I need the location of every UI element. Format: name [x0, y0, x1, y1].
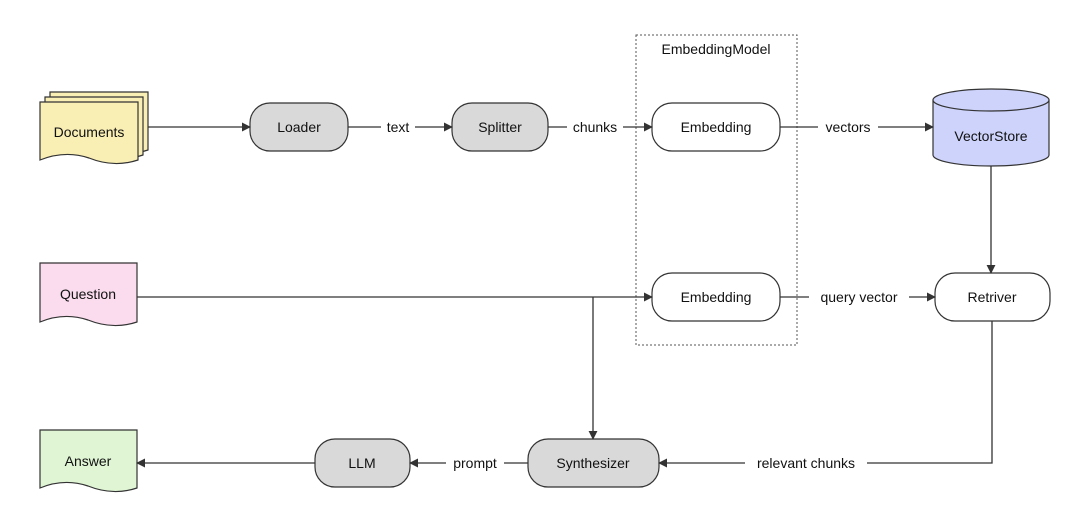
answer-label: Answer: [65, 453, 112, 469]
loader-node: Loader: [249, 102, 349, 152]
vectorstore-node-top: [932, 88, 1050, 112]
retriver-node: Retriver: [934, 272, 1051, 322]
loader-label: Loader: [277, 119, 321, 135]
embedding-model-group: EmbeddingModel: [635, 34, 798, 346]
vectorstore-node: VectorStore: [932, 88, 1050, 167]
vectorstore-node-shape: [932, 100, 1050, 167]
question-label: Question: [60, 286, 116, 302]
documents-node-shape: [39, 101, 139, 165]
answer-node: Answer: [39, 429, 138, 493]
documents-node: Documents: [39, 91, 149, 165]
edge-embedding-retriver: query vector: [780, 288, 936, 306]
edge-synthesizer-llm: prompt: [409, 454, 528, 472]
retriver-label: Retriver: [967, 289, 1016, 305]
llm-node: LLM: [314, 438, 411, 488]
edge-label-prompt: prompt: [453, 455, 497, 471]
edge-label-query-vector: query vector: [820, 289, 897, 305]
documents-label: Documents: [54, 124, 125, 140]
edge-label-chunks: chunks: [573, 119, 617, 135]
edge-splitter-embedding: chunks: [548, 118, 653, 136]
answer-node-shape: [39, 429, 138, 493]
question-node-shape: [39, 262, 138, 327]
edge-loader-splitter: text: [348, 118, 453, 136]
synthesizer-label: Synthesizer: [556, 455, 629, 471]
splitter-node: Splitter: [451, 102, 549, 152]
embedding-bottom-label: Embedding: [681, 289, 752, 305]
edge-label-text: text: [387, 119, 410, 135]
edge-retriver-synthesizer: relevant chunks: [658, 321, 993, 472]
embedding-bottom-node: Embedding: [651, 272, 781, 322]
embedding-top-node: Embedding: [651, 102, 781, 152]
embedding-top-label: Embedding: [681, 119, 752, 135]
llm-label: LLM: [348, 455, 375, 471]
splitter-label: Splitter: [478, 119, 522, 135]
edge-embedding-vectorstore: vectors: [780, 118, 934, 136]
edge-label-vectors: vectors: [825, 119, 870, 135]
synthesizer-node: Synthesizer: [527, 438, 660, 488]
embedding-model-group-label: EmbeddingModel: [662, 41, 771, 57]
edge-label-relevant-chunks: relevant chunks: [757, 455, 855, 471]
vectorstore-label: VectorStore: [954, 128, 1027, 144]
question-node: Question: [39, 262, 138, 327]
